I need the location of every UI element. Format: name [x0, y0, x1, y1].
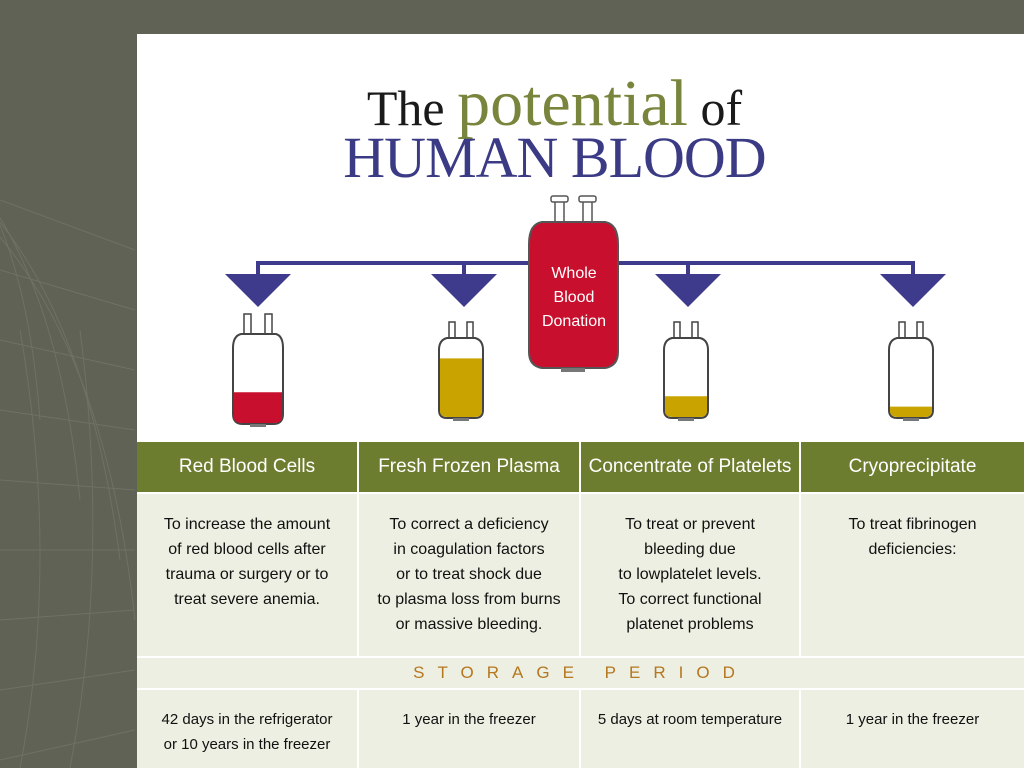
fresh-frozen-plasma-bag-icon	[438, 321, 484, 421]
header-fresh-frozen-plasma: Fresh Frozen Plasma	[359, 442, 579, 492]
storage-red-blood-cells: 42 days in the refrigerator or 10 years …	[137, 690, 357, 768]
bag-fill-level	[440, 358, 482, 417]
bag-fill-level	[665, 396, 707, 417]
title-of: of	[700, 80, 743, 136]
description-cryoprecipitate: To treat fibrinogen deficiencies:	[801, 494, 1024, 656]
cryoprecipitate-bag-icon	[888, 321, 934, 421]
description-red-blood-cells: To increase the amount of red blood cell…	[137, 494, 357, 656]
title-the: The	[366, 80, 445, 136]
platelets-bag-icon	[663, 321, 709, 421]
whole-blood-donation-label: Whole Blood Donation	[541, 265, 607, 330]
arrow-down-icon	[225, 274, 291, 307]
header-cryoprecipitate: Cryoprecipitate	[801, 442, 1024, 492]
bag-fill-level	[234, 392, 282, 423]
storage-fresh-frozen-plasma: 1 year in the freezer	[359, 690, 579, 768]
arrow-down-icon	[431, 274, 497, 307]
arrow-down-icon	[655, 274, 721, 307]
header-red-blood-cells: Red Blood Cells	[137, 442, 357, 492]
description-fresh-frozen-plasma: To correct a deficiency in coagulation f…	[359, 494, 579, 656]
infographic-panel: The potential of HUMAN BLOOD	[137, 34, 1024, 768]
red-blood-cells-bag-icon	[232, 313, 284, 427]
arrow-down-icon	[880, 274, 946, 307]
blood-component-diagram	[225, 195, 946, 427]
title-line-2: HUMAN BLOOD	[343, 125, 766, 190]
whole-blood-bag-icon	[528, 195, 619, 372]
description-concentrate-of-platelets: To treat or prevent bleeding due to lowp…	[581, 494, 799, 656]
storage-period-label: STORAGE PERIOD	[137, 658, 1024, 688]
bag-fill-level	[890, 406, 932, 417]
storage-concentrate-of-platelets: 5 days at room temperature	[581, 690, 799, 768]
title-line-1: The potential of	[137, 71, 998, 138]
storage-cryoprecipitate: 1 year in the freezer	[801, 690, 1024, 768]
title-potential: potential	[457, 67, 688, 140]
header-concentrate-of-platelets: Concentrate of Platelets	[581, 442, 799, 492]
